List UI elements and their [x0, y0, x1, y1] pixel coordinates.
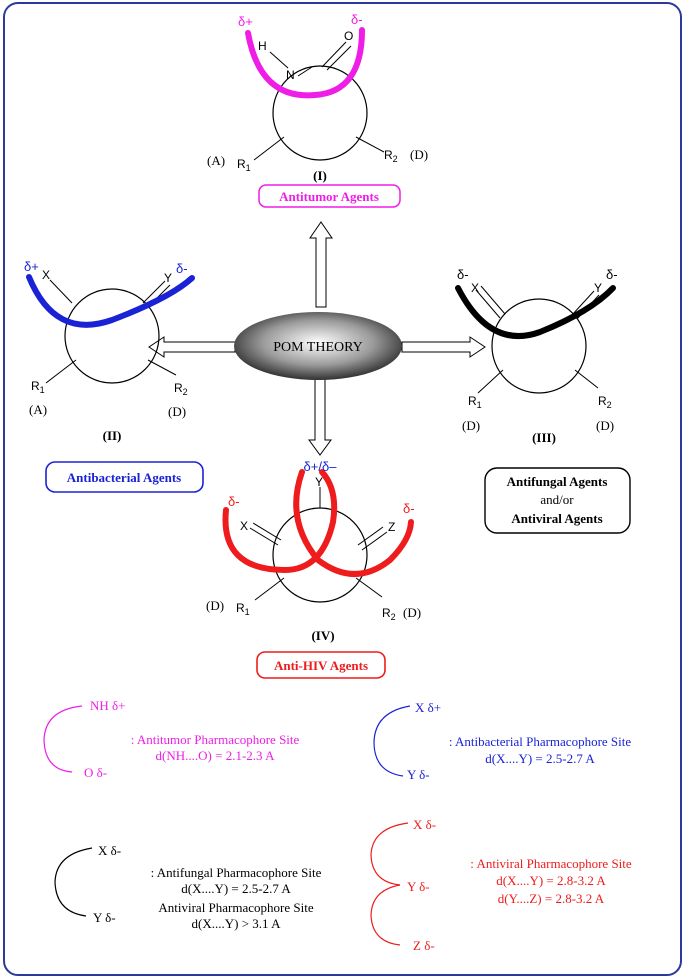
delta-plus-ii: δ+ [24, 259, 39, 274]
legend-antibacterial-site: : Antibacterial Pharmacophore Site [449, 734, 632, 749]
r1-label-i: R1 [237, 157, 251, 173]
d-label-right-iii: (D) [596, 418, 614, 433]
atom-y-iv: Y [315, 475, 323, 489]
legend-antiviral-middle: Y δ- [407, 879, 430, 894]
and-or-label: and/or [540, 492, 574, 507]
atom-x-iii: X [471, 281, 479, 295]
ring-i [272, 65, 368, 161]
legend-antibacterial-bottom: Y δ- [407, 767, 430, 782]
antifungal-box [484, 467, 631, 534]
legend-antiviral-site-black: Antiviral Pharmacophore Site [158, 900, 313, 915]
legend-antiviral-distance2: d(Y....Z) = 2.8-3.2 A [498, 891, 605, 906]
antibacterial-label: Antibacterial Agents [67, 470, 181, 485]
legend-antifungal-bottom: Y δ- [93, 910, 116, 925]
legend-antitumor-site: : Antitumor Pharmacophore Site [131, 732, 300, 747]
delta-left-iii: δ- [457, 267, 469, 282]
antiviral-label: Antiviral Agents [511, 511, 602, 526]
legend-antitumor: NH δ+ O δ- : Antitumor Pharmacophore Sit… [43, 698, 300, 780]
panel-i-structure: δ+ δ- H N O (A) R1 R2 (D) (I) [207, 12, 428, 183]
antibacterial-box [45, 461, 204, 493]
d-label-ii: (D) [168, 404, 186, 419]
delta-minus-ii: δ- [176, 261, 188, 276]
antibacterial-arc [26, 274, 195, 328]
d-label-left-iv: (D) [206, 598, 224, 613]
atom-z-iv: Z [388, 520, 395, 534]
delta-plus-i: δ+ [238, 14, 253, 29]
legend-antiviral-bottom: Z δ- [413, 938, 435, 953]
legend-antifungal-site: : Antifungal Pharmacophore Site [151, 865, 322, 880]
legend-antitumor-bottom: O δ- [84, 765, 107, 780]
atom-n-i: N [286, 68, 295, 82]
ring-ii [64, 288, 160, 384]
legend-antifungal-top: X δ- [98, 843, 121, 858]
roman-ii: (II) [103, 428, 122, 443]
legend-antibacterial-distance: d(X....Y) = 2.5-2.7 A [485, 751, 595, 766]
antitumor-box [258, 184, 401, 208]
atom-y-ii: Y [164, 271, 172, 285]
atom-y-iii: Y [594, 281, 602, 295]
legend-antiviral-site: : Antiviral Pharmacophore Site [470, 856, 632, 871]
d-label-i: (D) [410, 147, 428, 162]
pom-theory-label: POM THEORY [273, 340, 363, 355]
roman-iii: (III) [532, 430, 556, 445]
anti-hiv-box [256, 651, 386, 679]
legend-antibacterial-arc [373, 705, 411, 777]
arrow-right [401, 336, 486, 358]
anti-hiv-arc-right [293, 469, 414, 577]
legend-antitumor-arc [43, 705, 83, 773]
delta-right-iv: δ- [403, 501, 415, 516]
r2-label-iii: R2 [598, 394, 612, 410]
roman-i: (I) [313, 168, 327, 183]
d-label-right-iv: (D) [403, 605, 421, 620]
legend-antibacterial-top: X δ+ [415, 700, 441, 715]
arrow-left [148, 336, 236, 358]
anti-hiv-arc-left [222, 469, 338, 574]
atom-x-iv: X [240, 519, 248, 533]
legend-antitumor-top: NH δ+ [90, 698, 125, 713]
delta-left-iv: δ- [228, 494, 240, 509]
legend-antibacterial: X δ+ Y δ- : Antibacterial Pharmacophore … [373, 700, 632, 782]
a-label-ii: (A) [29, 402, 47, 417]
anti-hiv-label: Anti-HIV Agents [274, 658, 368, 673]
r2-label-i: R2 [384, 148, 398, 164]
r2-label-ii: R2 [174, 381, 188, 397]
atom-h-i: H [258, 39, 267, 53]
r1-label-iii: R1 [468, 394, 482, 410]
antifungal-label: Antifungal Agents [507, 474, 608, 489]
roman-iv: (IV) [311, 628, 334, 643]
legend-antifungal: X δ- Y δ- : Antifungal Pharmacophore Sit… [54, 843, 322, 931]
antitumor-label: Antitumor Agents [279, 189, 379, 204]
arrow-down [308, 377, 332, 456]
delta-top-iv: δ+/δ– [304, 459, 338, 474]
delta-minus-i: δ- [351, 12, 363, 27]
d-label-left-iii: (D) [462, 418, 480, 433]
outer-frame [3, 2, 682, 976]
panel-iv-structure: δ+/δ– Y δ- δ- X Z (D) R1 R2 (D) (IV) [206, 459, 421, 643]
legend-antifungal-distance: d(X....Y) = 2.5-2.7 A [181, 881, 291, 896]
ring-iii [491, 298, 587, 394]
atom-o-i: O [344, 29, 353, 43]
arrow-up [309, 221, 333, 308]
r1-label-iv: R1 [236, 601, 250, 617]
legend-antiviral-distance-black: d(X....Y) > 3.1 A [192, 916, 282, 931]
antifungal-arc [455, 285, 616, 339]
legend-antitumor-distance: d(NH....O) = 2.1-2.3 A [156, 748, 276, 763]
legend-antiviral: X δ- Y δ- Z δ- : Antiviral Pharmacophore… [370, 817, 632, 953]
panel-ii-structure: δ+ δ- X Y R1 R2 (A) (D) (II) [24, 259, 195, 443]
legend-antiviral-arc-upper [370, 822, 409, 886]
legend-antiviral-distance: d(X....Y) = 2.8-3.2 A [496, 873, 606, 888]
legend-antiviral-arc-lower [370, 884, 401, 946]
pom-theory-ellipse [234, 312, 402, 380]
a-label-i: (A) [207, 153, 225, 168]
r2-label-iv: R2 [382, 606, 396, 622]
legend-antiviral-top: X δ- [413, 817, 436, 832]
panel-iii-structure: δ- δ- X Y R1 R2 (D) (III) (D) [455, 267, 618, 445]
delta-right-iii: δ- [606, 267, 618, 282]
r1-label-ii: R1 [31, 379, 45, 395]
atom-x-ii: X [42, 268, 50, 282]
antitumor-arc [245, 27, 365, 99]
legend-antifungal-arc [54, 847, 93, 917]
